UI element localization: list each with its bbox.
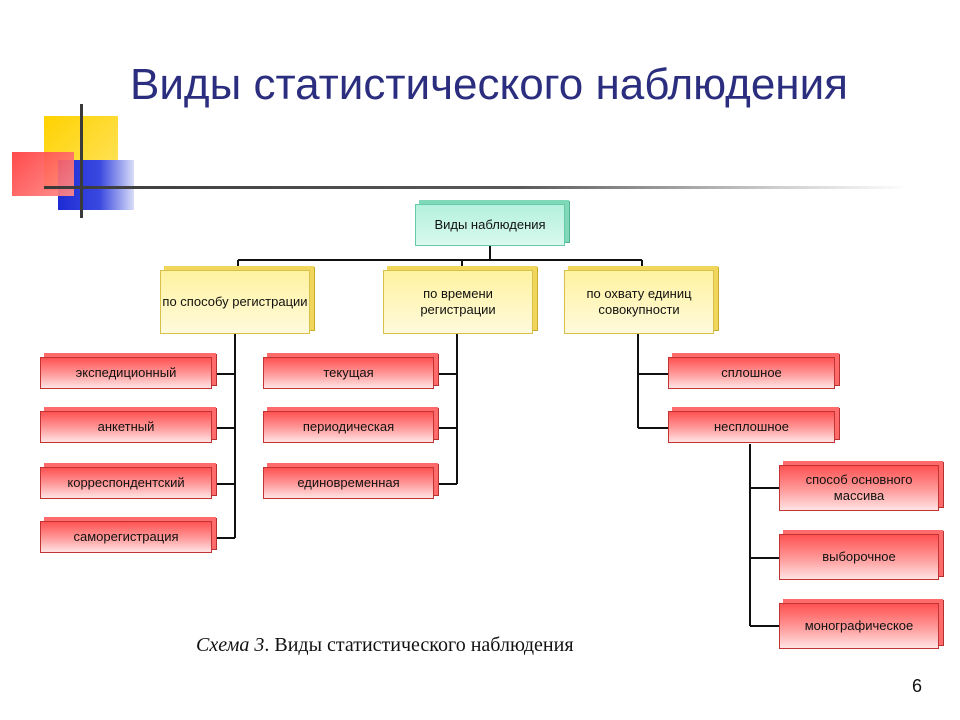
title-underline: [44, 186, 910, 189]
leaf-non-continuous: несплошное: [668, 411, 835, 443]
leaf-continuous: сплошное: [668, 357, 835, 389]
page-number: 6: [912, 676, 923, 696]
root-box: Виды наблюдения: [415, 204, 565, 246]
leaf-self-registration: саморегистрация: [40, 521, 212, 553]
leaf-main-array: способ основного массива: [779, 465, 939, 511]
decorative-vertical-line: [80, 104, 83, 218]
leaf-periodic: периодическая: [263, 411, 434, 443]
connector-time-branches: [434, 373, 457, 485]
leaf-sampling: выборочное: [779, 534, 939, 580]
diagram-caption: Схема 3. Виды статистического наблюдения: [196, 634, 574, 657]
leaf-expeditionary: экспедиционный: [40, 357, 212, 389]
connector-registration-branches: [212, 373, 235, 539]
caption-text: . Виды статистического наблюдения: [264, 634, 574, 656]
connector-partial-branches: [750, 487, 779, 627]
leaf-questionnaire: анкетный: [40, 411, 212, 443]
leaf-one-time: единовременная: [263, 467, 434, 499]
connector-coverage-branches: [638, 373, 668, 429]
slide-title: Виды статистического наблюдения: [130, 60, 849, 109]
category-coverage: по охвату единиц совокупности: [564, 270, 714, 334]
leaf-correspondent: корреспондентский: [40, 467, 212, 499]
connector-root-drops: [237, 260, 643, 268]
category-registration-time: по времени регистрации: [383, 270, 533, 334]
caption-label: Схема 3: [196, 634, 265, 656]
leaf-current: текущая: [263, 357, 434, 389]
category-registration-method: по способу регистрации: [160, 270, 310, 334]
leaf-monographic: монографическое: [779, 603, 939, 649]
